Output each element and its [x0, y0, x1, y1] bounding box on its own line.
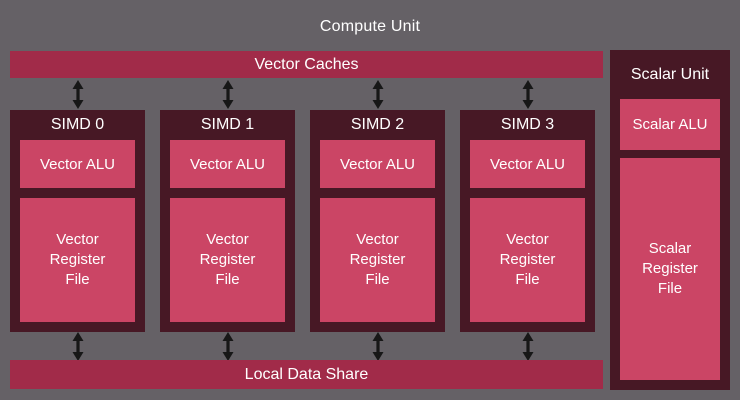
vector-alu-box: Vector ALU: [470, 140, 585, 188]
vector-register-file-box: Vector Register File: [470, 198, 585, 322]
simd-0-label: SIMD 0: [50, 116, 105, 133]
double-arrow-icon: [70, 80, 86, 109]
vector-caches-label: Vector Caches: [254, 55, 359, 73]
double-arrow-icon: [520, 80, 536, 109]
diagram-title: Compute Unit: [319, 18, 421, 35]
simd-1-block: SIMD 1 Vector ALU Vector Register File: [160, 110, 295, 332]
simd-2-block: SIMD 2 Vector ALU Vector Register File: [310, 110, 445, 332]
vector-alu-box: Vector ALU: [20, 140, 135, 188]
double-arrow-icon: [370, 332, 386, 361]
simd-3-label: SIMD 3: [500, 116, 555, 133]
vector-caches-bar: Vector Caches: [10, 51, 603, 78]
double-arrow-icon: [220, 332, 236, 361]
scalar-unit-label: Scalar Unit: [630, 65, 710, 83]
scalar-alu-box: Scalar ALU: [620, 99, 720, 150]
vector-register-file-box: Vector Register File: [170, 198, 285, 322]
double-arrow-icon: [70, 332, 86, 361]
double-arrow-icon: [220, 80, 236, 109]
local-data-share-bar: Local Data Share: [10, 360, 603, 389]
simd-1-label: SIMD 1: [200, 116, 255, 133]
local-data-share-label: Local Data Share: [244, 365, 369, 383]
vector-register-file-box: Vector Register File: [320, 198, 435, 322]
vector-alu-box: Vector ALU: [320, 140, 435, 188]
double-arrow-icon: [520, 332, 536, 361]
simd-2-label: SIMD 2: [350, 116, 405, 133]
scalar-register-file-box: Scalar Register File: [620, 158, 720, 380]
scalar-unit-block: Scalar Unit Scalar ALU Scalar Register F…: [610, 50, 730, 390]
simd-0-block: SIMD 0 Vector ALU Vector Register File: [10, 110, 145, 332]
double-arrow-icon: [370, 80, 386, 109]
vector-alu-box: Vector ALU: [170, 140, 285, 188]
simd-3-block: SIMD 3 Vector ALU Vector Register File: [460, 110, 595, 332]
vector-register-file-box: Vector Register File: [20, 198, 135, 322]
